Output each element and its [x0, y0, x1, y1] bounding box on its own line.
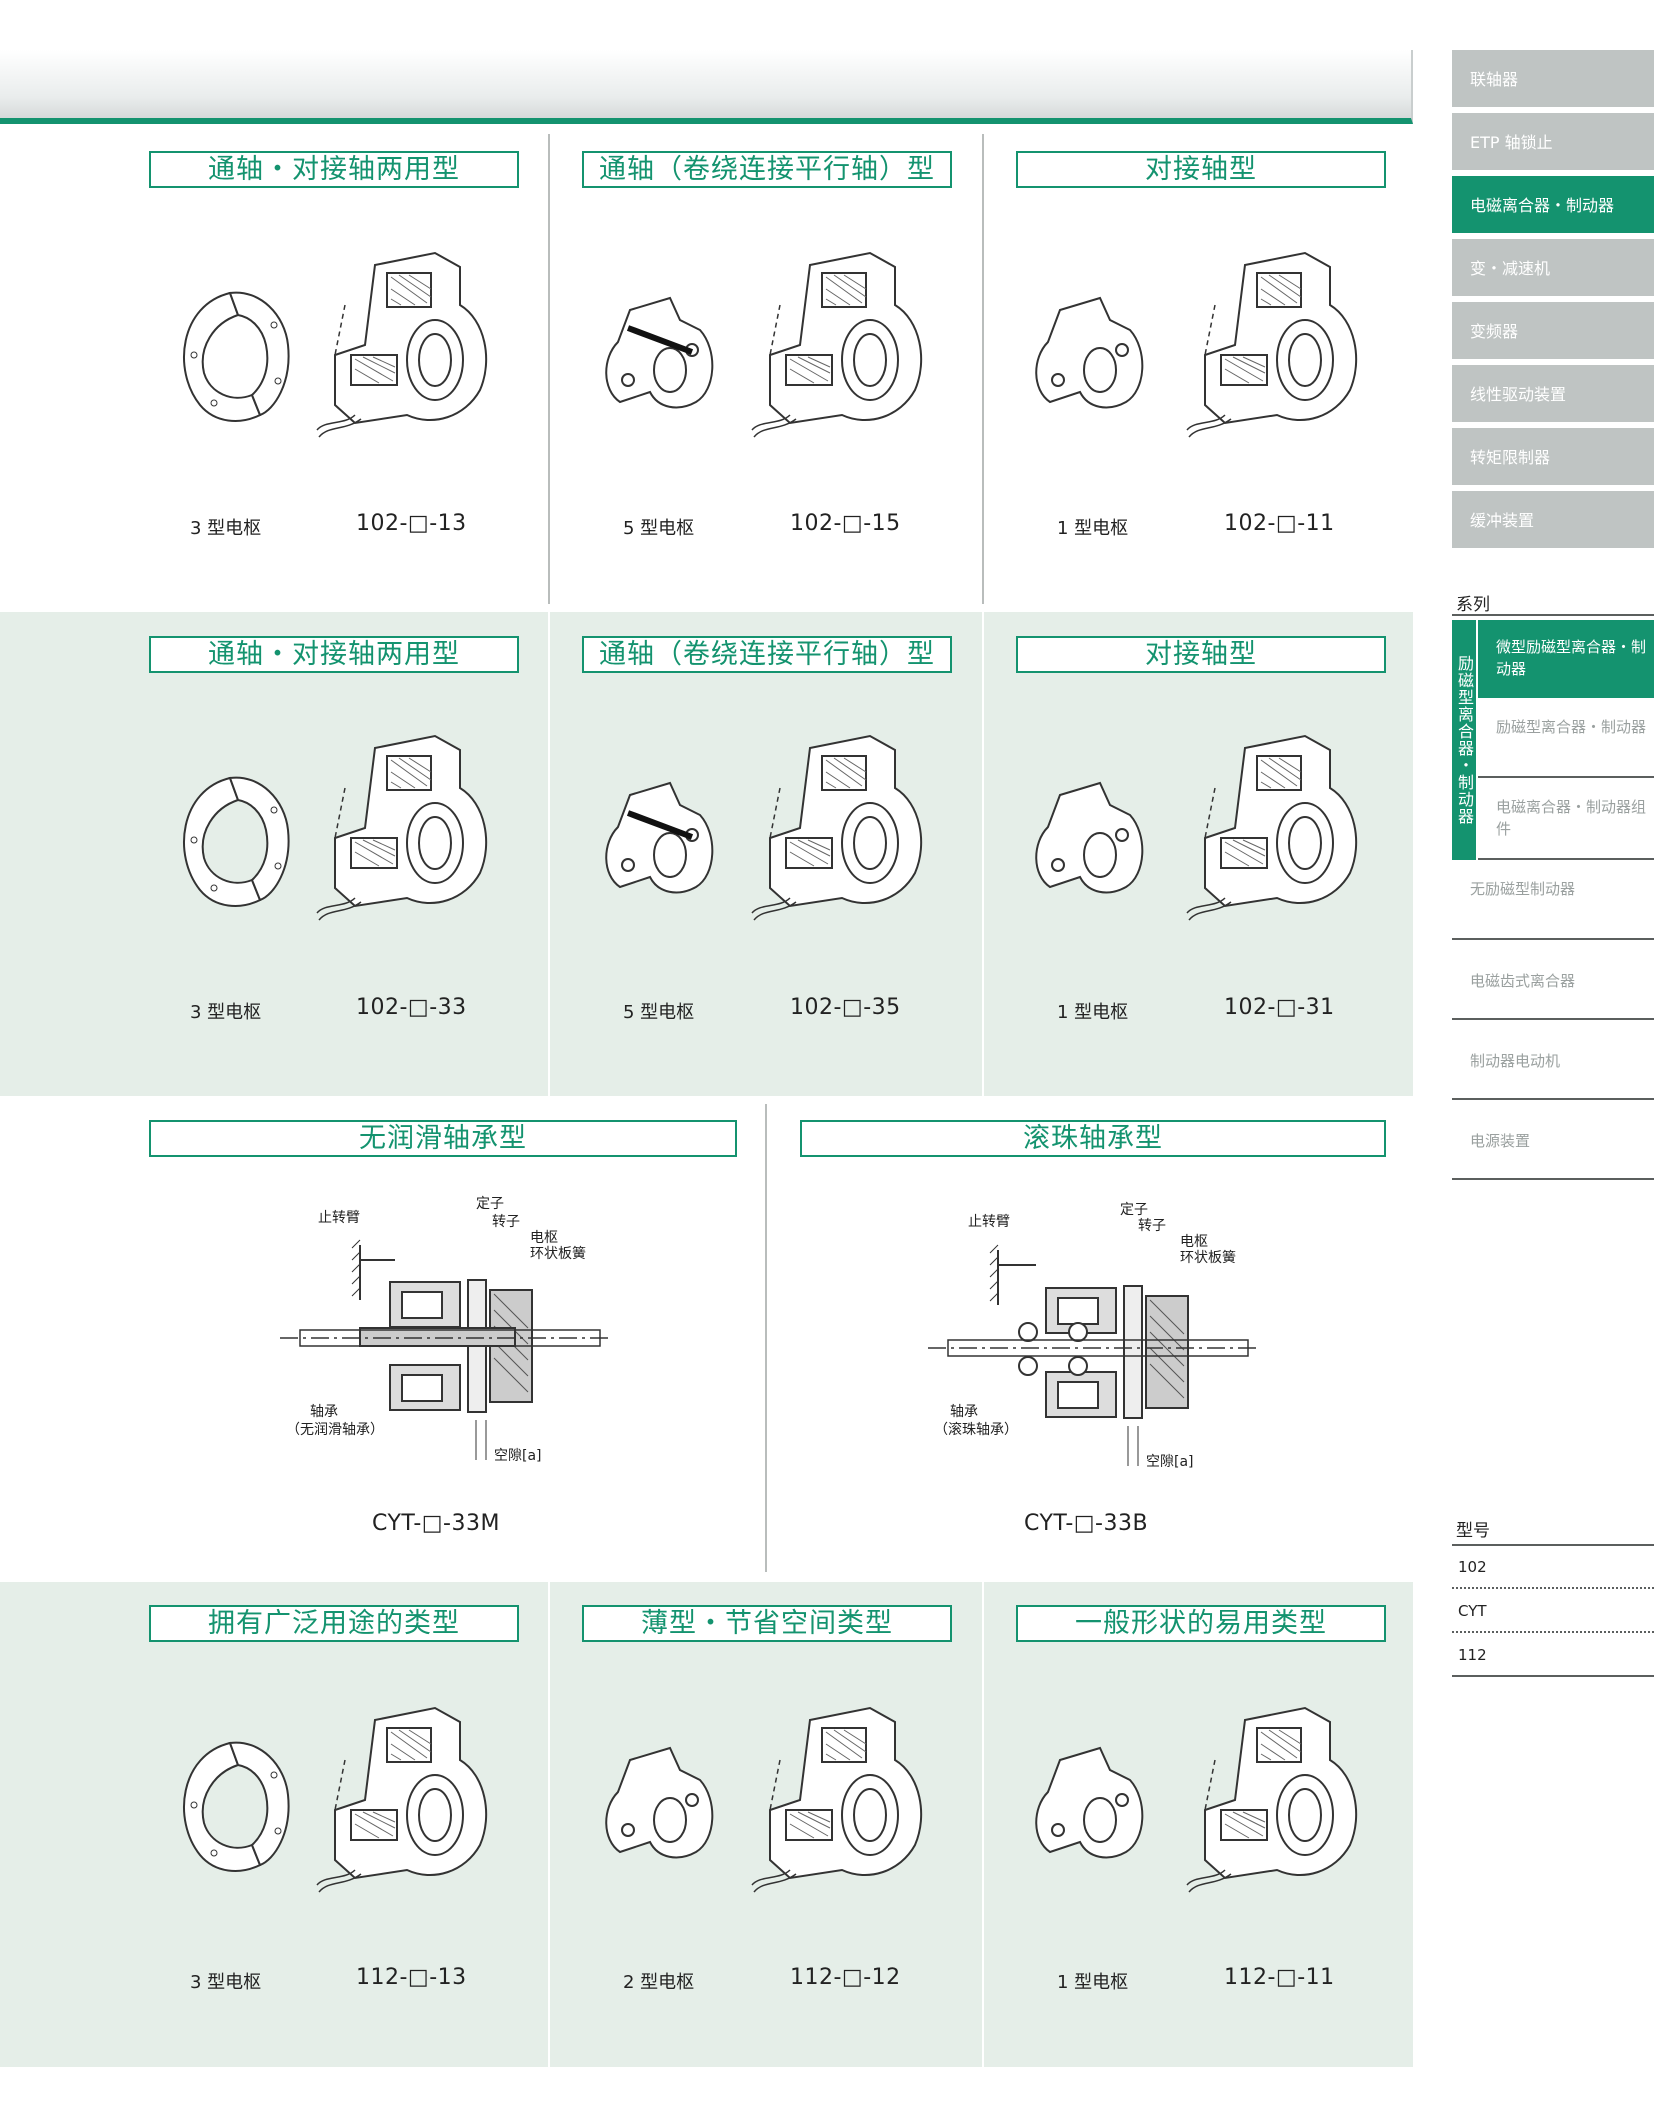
armature-label: 3 型电枢: [190, 1002, 262, 1023]
series-item-micro[interactable]: 微型励磁型离合器・制动器: [1478, 620, 1654, 698]
armature-illustration: [600, 755, 730, 915]
nav-item-clutch-brake[interactable]: 电磁离合器・制动器: [1452, 176, 1654, 236]
nav-item-buffer[interactable]: 缓冲装置: [1452, 491, 1654, 551]
divider: [548, 1582, 550, 2067]
label-stator: 定子: [1120, 1202, 1148, 1218]
divider: [548, 612, 550, 1096]
section-title: 通轴（卷绕连接平行轴）型: [582, 636, 952, 673]
model-number: 112-□-12: [790, 1965, 901, 1990]
clutch-illustration: [1185, 245, 1375, 445]
clutch-illustration: [315, 1700, 505, 1900]
clutch-illustration: [315, 245, 505, 445]
clutch-illustration: [1185, 1700, 1375, 1900]
label-rotor: 转子: [492, 1214, 520, 1230]
armature-label: 3 型电枢: [190, 518, 262, 539]
cross-section-diagram: 止转臂 定子 转子 电枢 环状板簧 轴承 （无润滑轴承） 空隙[a]: [280, 1190, 640, 1480]
divider: [1452, 614, 1654, 616]
section-title: 无润滑轴承型: [149, 1120, 737, 1157]
cross-section-diagram: 止转臂 定子 转子 电枢 环状板簧 轴承 （滚珠轴承） 空隙[a]: [928, 1200, 1288, 1490]
series-item-excitation[interactable]: 励磁型离合器・制动器: [1478, 700, 1654, 778]
divider: [982, 1582, 984, 2067]
armature-label: 5 型电枢: [623, 1002, 695, 1023]
model-item-102[interactable]: 102: [1452, 1546, 1654, 1589]
armature-label: 5 型电枢: [623, 518, 695, 539]
label-spring: 环状板簧: [1180, 1250, 1236, 1266]
nav-item-inverters[interactable]: 变频器: [1452, 302, 1654, 362]
clutch-illustration: [1185, 718, 1375, 938]
divider: [982, 612, 984, 1096]
label-stator: 定子: [476, 1196, 504, 1212]
page-header-bar: [0, 50, 1413, 124]
clutch-illustration: [750, 245, 940, 445]
section-title: 通轴・对接轴两用型: [149, 151, 519, 188]
armature-label: 1 型电枢: [1057, 1972, 1129, 1993]
armature-illustration: [600, 270, 730, 430]
label-gap: 空隙[a]: [494, 1448, 542, 1464]
divider: [765, 1104, 767, 1572]
label-armature: 电枢: [530, 1230, 558, 1246]
divider: [548, 134, 550, 604]
armature-illustration: [170, 760, 300, 920]
series-heading: 系列: [1456, 595, 1490, 615]
section-title: 对接轴型: [1016, 636, 1386, 673]
armature-illustration: [1030, 270, 1160, 430]
label-stop-arm: 止转臂: [318, 1210, 360, 1226]
series-item-power-supply[interactable]: 电源装置: [1452, 1102, 1654, 1180]
armature-label: 3 型电枢: [190, 1972, 262, 1993]
section-title: 一般形状的易用类型: [1016, 1605, 1386, 1642]
nav-item-reducers[interactable]: 变・减速机: [1452, 239, 1654, 299]
clutch-illustration: [750, 718, 940, 938]
series-item-nonexcitation[interactable]: 无励磁型制动器: [1452, 862, 1654, 940]
model-number: 102-□-35: [790, 995, 901, 1020]
model-number: CYT-□-33M: [372, 1511, 500, 1536]
series-group-label: 励磁型离合器・制动器: [1452, 620, 1476, 860]
armature-illustration: [170, 1725, 300, 1885]
armature-illustration: [1030, 755, 1160, 915]
label-armature: 电枢: [1180, 1234, 1208, 1250]
section-title: 通轴（卷绕连接平行轴）型: [582, 151, 952, 188]
nav-item-torque-limiter[interactable]: 转矩限制器: [1452, 428, 1654, 488]
model-number: 112-□-13: [356, 1965, 467, 1990]
model-number: 102-□-11: [1224, 511, 1335, 536]
model-number: 102-□-13: [356, 511, 467, 536]
section-title: 通轴・对接轴两用型: [149, 636, 519, 673]
clutch-illustration: [750, 1700, 940, 1900]
label-stop-arm: 止转臂: [968, 1214, 1010, 1230]
model-number: CYT-□-33B: [1024, 1511, 1149, 1536]
divider: [1452, 1544, 1654, 1546]
model-number: 102-□-31: [1224, 995, 1335, 1020]
armature-illustration: [170, 275, 300, 435]
label-rotor: 转子: [1138, 1218, 1166, 1234]
label-bearing: 轴承: [310, 1404, 338, 1420]
model-item-cyt[interactable]: CYT: [1452, 1590, 1654, 1633]
section-title: 对接轴型: [1016, 151, 1386, 188]
series-item-units[interactable]: 电磁离合器・制动器组件: [1478, 780, 1654, 860]
armature-label: 2 型电枢: [623, 1972, 695, 1993]
section-title: 薄型・节省空间类型: [582, 1605, 952, 1642]
nav-item-linear[interactable]: 线性驱动装置: [1452, 365, 1654, 425]
section-title: 拥有广泛用途的类型: [149, 1605, 519, 1642]
armature-label: 1 型电枢: [1057, 518, 1129, 539]
armature-label: 1 型电枢: [1057, 1002, 1129, 1023]
model-item-112[interactable]: 112: [1452, 1634, 1654, 1677]
armature-illustration: [1030, 1720, 1160, 1880]
series-item-brake-motor[interactable]: 制动器电动机: [1452, 1022, 1654, 1100]
nav-item-couplings[interactable]: 联轴器: [1452, 50, 1654, 110]
label-gap: 空隙[a]: [1146, 1454, 1194, 1470]
section-title: 滚珠轴承型: [800, 1120, 1386, 1157]
divider: [982, 134, 984, 604]
model-number: 112-□-11: [1224, 1965, 1335, 1990]
armature-illustration: [600, 1720, 730, 1880]
label-spring: 环状板簧: [530, 1246, 586, 1262]
clutch-illustration: [315, 718, 505, 938]
model-number: 102-□-15: [790, 511, 901, 536]
label-bearing-type: （无润滑轴承）: [286, 1421, 384, 1438]
label-bearing-type: （滚珠轴承）: [934, 1421, 1018, 1438]
label-bearing: 轴承: [950, 1404, 978, 1420]
model-number: 102-□-33: [356, 995, 467, 1020]
series-item-tooth[interactable]: 电磁齿式离合器: [1452, 942, 1654, 1020]
model-heading: 型号: [1456, 1521, 1490, 1541]
nav-item-etp[interactable]: ETP 轴锁止: [1452, 113, 1654, 173]
